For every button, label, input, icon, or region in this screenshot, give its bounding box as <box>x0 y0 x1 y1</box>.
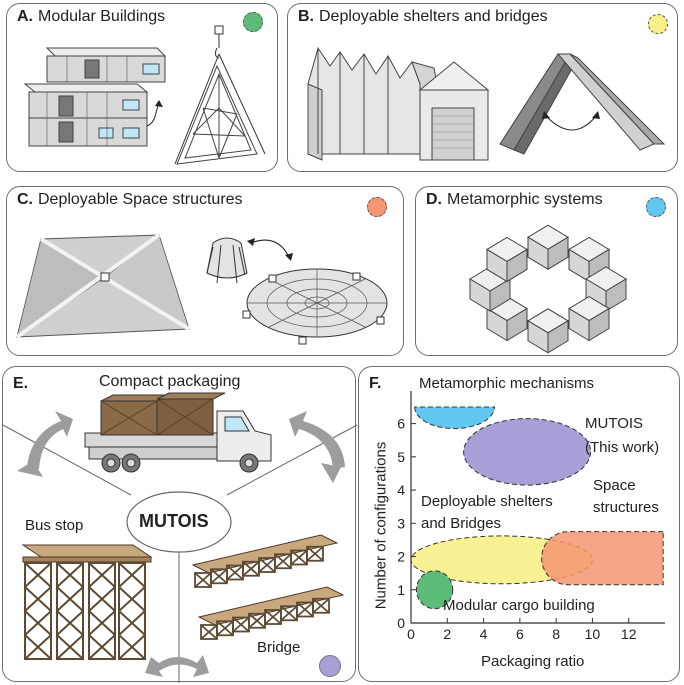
y-tick-label: 1 <box>397 582 405 598</box>
panel-e-letter: E. <box>13 375 29 392</box>
region-label-shelters-2: and Bridges <box>421 515 502 532</box>
x-tick-label: 4 <box>480 626 488 642</box>
panel-b: B.Deployable shelters and bridges <box>287 3 678 172</box>
region-label-modular: Modular cargo building <box>443 597 595 614</box>
metamorphic-cube <box>527 224 569 271</box>
mutois-center-label: MUTOIS <box>139 511 209 531</box>
y-tick-label: 3 <box>397 515 405 531</box>
region-label-space-2: structures <box>593 499 659 516</box>
region-label-metamorphic: Metamorphic mechanisms <box>419 375 595 392</box>
region-label-mutois-1: MUTOIS <box>585 415 644 432</box>
metamorphic-cube <box>486 236 528 283</box>
x-axis-label: Packaging ratio <box>481 653 585 670</box>
deployable-shelter-illustration <box>307 46 666 161</box>
y-tick-label: 0 <box>397 615 405 631</box>
space-structures-illustration <box>15 233 388 345</box>
panel-f-letter: F. <box>369 375 382 392</box>
y-tick-label: 4 <box>397 482 405 498</box>
panel-d-color-dot <box>646 197 666 217</box>
y-axis-label: Number of configurations <box>372 441 390 610</box>
region-label-space-1: Space <box>593 477 636 494</box>
modular-buildings-illustration <box>23 25 266 165</box>
region-mutois-this-work <box>463 418 592 486</box>
y-tick-label: 6 <box>397 416 405 432</box>
y-tick-label: 2 <box>397 549 405 565</box>
metamorphic-cube <box>568 236 610 283</box>
panel-c-title: C.Deployable Space structures <box>17 191 243 208</box>
x-tick-label: 6 <box>516 626 524 642</box>
metamorphic-cube <box>486 295 528 342</box>
panel-a-color-dot <box>243 12 263 32</box>
bridge-label: Bridge <box>257 639 301 656</box>
x-tick-label: 12 <box>621 626 637 642</box>
x-tick-label: 0 <box>407 626 415 642</box>
panel-b-title: B.Deployable shelters and bridges <box>298 8 548 25</box>
region-metamorphic-mechanisms <box>414 406 495 430</box>
panel-b-color-dot <box>648 14 668 34</box>
panel-c: C.Deployable Space structures <box>6 186 404 356</box>
mutois-applications-illustration <box>2 392 358 683</box>
bus-stop-label: Bus stop <box>25 517 84 534</box>
region-space-structures <box>541 531 664 586</box>
region-modular-cargo-building <box>415 570 454 610</box>
y-tick-label: 5 <box>397 449 405 465</box>
panel-c-color-dot <box>367 197 387 217</box>
x-tick-label: 8 <box>552 626 560 642</box>
region-label-mutois-2: (This work) <box>585 439 660 456</box>
panel-e: E. <box>2 366 358 683</box>
panel-a: A.Modular Buildings <box>6 3 278 172</box>
region-label-shelters-1: Deployable shelters <box>421 493 553 510</box>
panel-d: D.Metamorphic systems <box>415 186 678 356</box>
metamorphic-cube <box>527 308 569 354</box>
x-tick-label: 10 <box>585 626 601 642</box>
bridge-color-dot <box>319 655 341 677</box>
x-tick-label: 2 <box>443 626 451 642</box>
metamorphic-cube <box>585 266 627 312</box>
compact-packaging-label: Compact packaging <box>99 373 241 390</box>
panel-a-title: A.Modular Buildings <box>17 8 166 25</box>
metamorphic-ring-illustration <box>469 224 627 354</box>
panel-d-title: D.Metamorphic systems <box>426 191 603 208</box>
metamorphic-cube <box>568 295 610 342</box>
